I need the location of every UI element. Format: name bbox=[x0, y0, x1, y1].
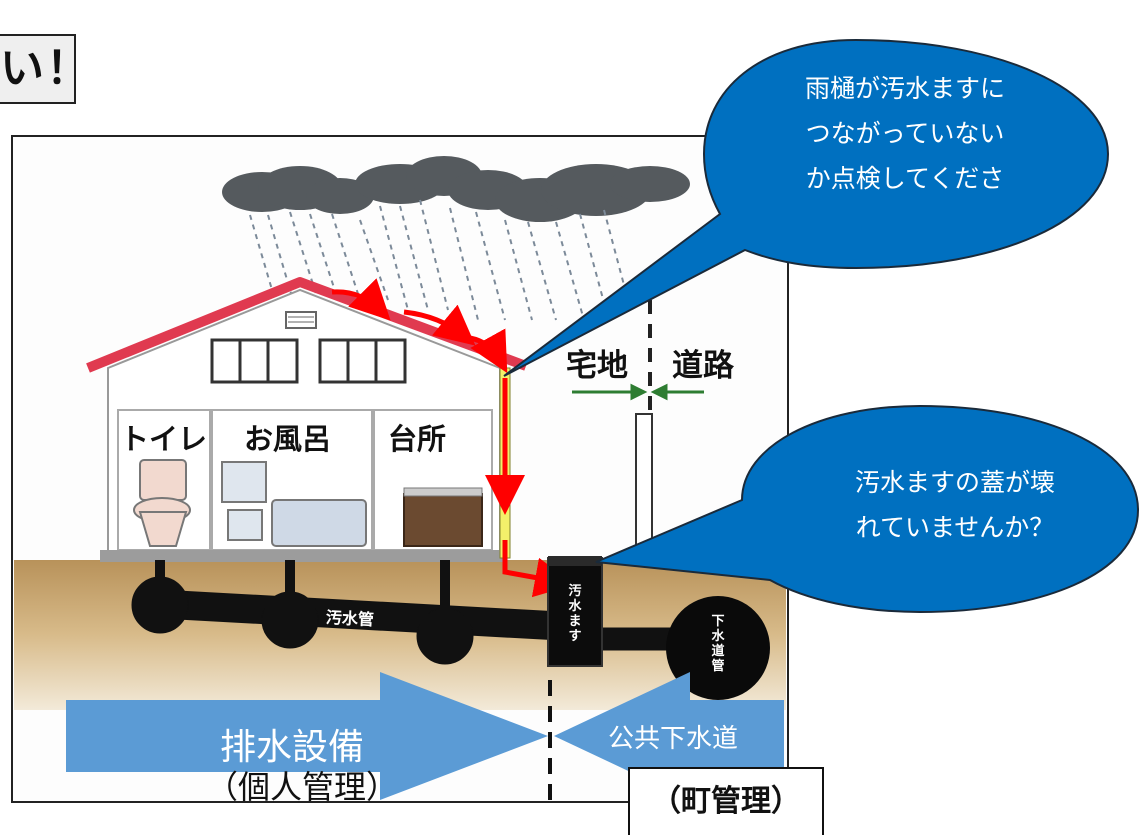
gutter-callout-line-3: か点検してくださ bbox=[805, 164, 1005, 193]
gutter-callout-line-2: つながっていない bbox=[805, 119, 1005, 148]
gutter-callout-text: 雨樋が汚水ますに つながっていない か点検してくださ bbox=[740, 66, 1070, 201]
house-windows bbox=[210, 338, 407, 384]
page-title-fragment: い！ bbox=[0, 34, 90, 104]
public-sewer-label: 公共下水道 bbox=[608, 724, 739, 754]
lid-callout-line-2: れていませんか？ bbox=[855, 513, 1055, 542]
rain-clouds bbox=[222, 156, 690, 222]
floor-slab bbox=[100, 550, 504, 562]
bath-fixture bbox=[221, 461, 367, 547]
rainwater-flow-arrows bbox=[331, 278, 575, 598]
road-label: 道路 bbox=[672, 348, 734, 384]
rain-streaks bbox=[249, 199, 629, 321]
sewage-basin bbox=[547, 557, 603, 667]
private-management-label: （個人管理） bbox=[206, 768, 399, 806]
sewer-main bbox=[666, 596, 770, 700]
lid-callout-line-1: 汚水ますの蓋が壊 bbox=[854, 468, 1055, 497]
sewage-basin-label: 汚水ます bbox=[568, 584, 582, 644]
gutter-callout-bubble bbox=[503, 38, 1110, 377]
boundary-arrows bbox=[572, 383, 704, 401]
town-management-label: （町管理） bbox=[628, 767, 824, 835]
lot-label: 宅地 bbox=[566, 348, 628, 384]
kitchen-cabinet bbox=[403, 493, 483, 547]
lid-callout-text: 汚水ますの蓋が壊 れていませんか？ bbox=[790, 460, 1120, 550]
toilet-fixture bbox=[133, 459, 191, 547]
room-label-toilet: トイレ bbox=[120, 422, 208, 456]
private-drainage-arrow bbox=[66, 672, 548, 800]
gutter-callout-line-1: 雨樋が汚水ますに bbox=[804, 74, 1005, 103]
lid-callout-bubble bbox=[595, 404, 1140, 614]
sewer-main-label: 下水道管 bbox=[711, 614, 725, 674]
private-drainage-label: 排水設備 bbox=[220, 727, 365, 768]
room-label-bath: お風呂 bbox=[244, 422, 332, 456]
sewage-pipe-label: 汚水管 bbox=[325, 607, 375, 630]
room-label-kitchen: 台所 bbox=[388, 422, 447, 456]
